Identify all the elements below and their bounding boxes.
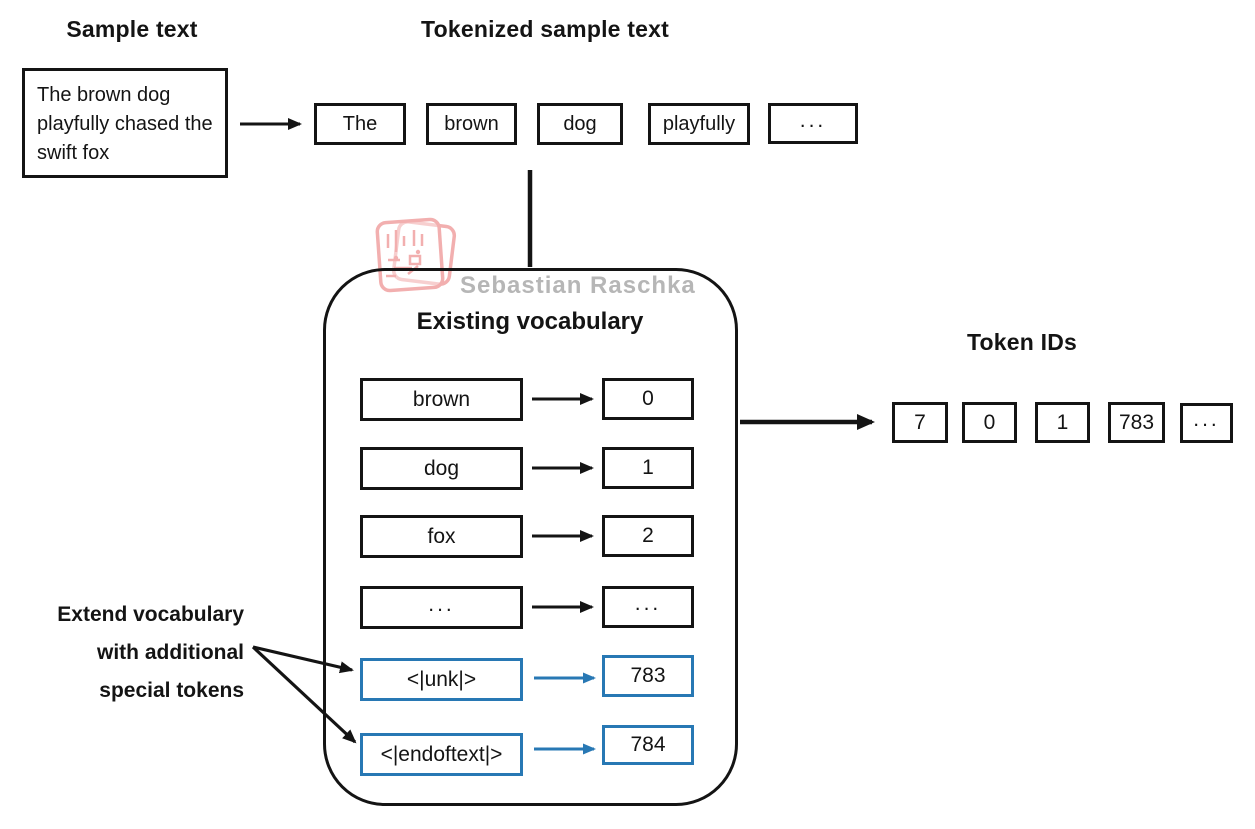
extend-vocabulary-annotation: Extend vocabulary with additional specia… <box>28 596 244 710</box>
output-id-ellipsis: ... <box>1180 403 1233 443</box>
token-box-playfully: playfully <box>648 103 750 145</box>
annotation-line-2: with additional <box>97 641 244 664</box>
annotation-line-3: special tokens <box>99 679 244 702</box>
tokenized-heading: Tokenized sample text <box>421 16 669 42</box>
existing-vocabulary-container <box>323 268 738 806</box>
token-box-the: The <box>314 103 406 145</box>
sample-text-heading: Sample text <box>66 16 198 42</box>
vocab-id-1: 1 <box>602 447 694 489</box>
output-id-783: 783 <box>1108 402 1165 443</box>
token-ids-heading: Token IDs <box>966 329 1077 355</box>
vocab-id-783: 783 <box>602 655 694 697</box>
vocab-id-ellipsis: ... <box>602 586 694 628</box>
token-box-ellipsis: ... <box>768 103 858 144</box>
token-box-brown: brown <box>426 103 517 145</box>
vocabulary-heading: Existing vocabulary <box>416 308 644 335</box>
watermark-author-name: Sebastian Raschka <box>460 272 696 299</box>
vocab-token-ellipsis: ... <box>360 586 523 629</box>
output-id-0: 0 <box>962 402 1017 443</box>
output-id-7: 7 <box>892 402 948 443</box>
sample-text-box: The brown dog playfully chased the swift… <box>22 68 228 178</box>
token-box-dog: dog <box>537 103 623 145</box>
vocab-token-fox: fox <box>360 515 523 558</box>
annotation-line-1: Extend vocabulary <box>57 603 244 626</box>
vocab-token-dog: dog <box>360 447 523 490</box>
vocab-token-endoftext: <|endoftext|> <box>360 733 523 776</box>
vocab-id-2: 2 <box>602 515 694 557</box>
vocab-token-brown: brown <box>360 378 523 421</box>
vocab-id-0: 0 <box>602 378 694 420</box>
output-id-1: 1 <box>1035 402 1090 443</box>
vocab-id-784: 784 <box>602 725 694 765</box>
vocab-token-unk: <|unk|> <box>360 658 523 701</box>
